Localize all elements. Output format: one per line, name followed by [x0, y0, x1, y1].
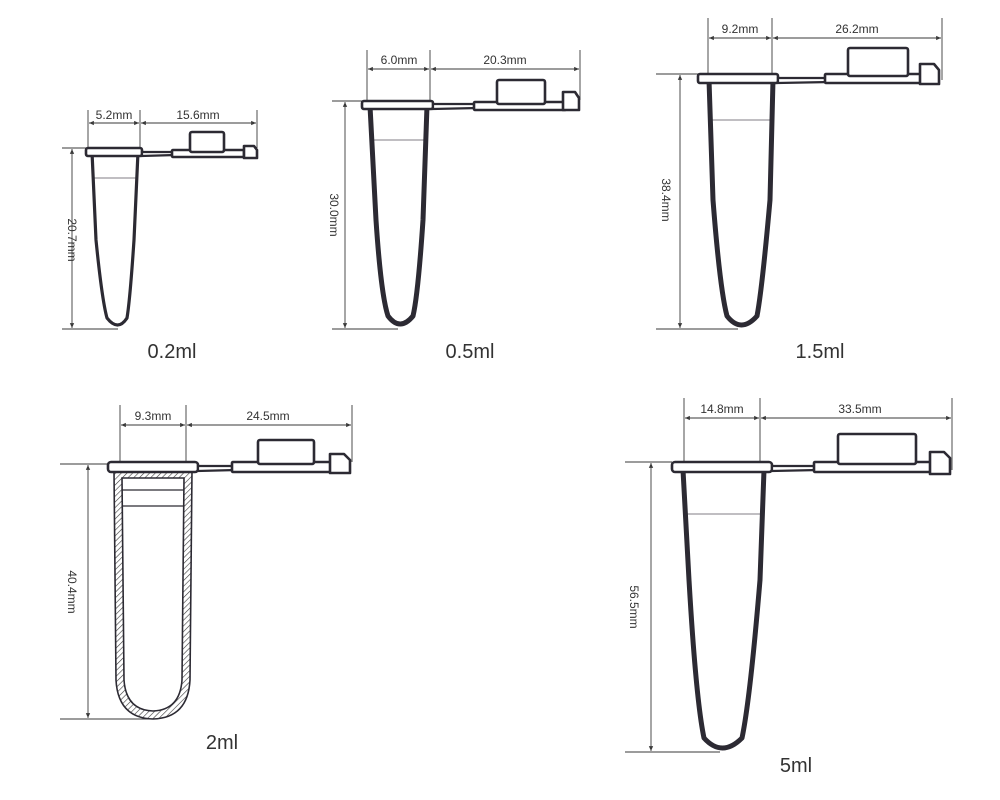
hinge-strap	[776, 76, 832, 85]
width-dim-label: 14.8mm	[700, 402, 743, 416]
lid-dimension: 26.2mm	[773, 18, 943, 80]
width-dim-label: 6.0mm	[381, 53, 418, 67]
tube-body	[367, 103, 430, 327]
tube-2ml: 9.3mm 24.5mm 40.4mm 2ml	[60, 405, 353, 754]
height-dimension: 40.4mm	[60, 463, 150, 720]
lid-dim-label: 15.6mm	[176, 108, 219, 122]
width-dim-label: 9.3mm	[135, 409, 172, 423]
lid-dim-label: 20.3mm	[483, 53, 526, 67]
width-dim-label: 9.2mm	[722, 22, 759, 36]
lid-dim-label: 26.2mm	[835, 22, 878, 36]
tube-caption: 0.2ml	[148, 341, 197, 363]
width-dimension: 14.8mm	[683, 398, 761, 462]
hinge-strap	[431, 102, 480, 111]
width-dimension: 9.3mm	[119, 405, 187, 462]
lid-dimension: 24.5mm	[187, 405, 353, 462]
width-dim-label: 5.2mm	[96, 108, 133, 122]
tube-rim	[670, 460, 774, 474]
hinge-strap	[140, 150, 177, 158]
lid-dimension: 20.3mm	[431, 50, 581, 100]
cap-tab	[328, 452, 352, 475]
cap-plug	[256, 438, 316, 466]
tube-body	[113, 469, 193, 720]
hinge-strap	[196, 464, 238, 473]
height-dimension: 30.0mm	[327, 100, 398, 330]
width-dimension: 9.2mm	[707, 18, 773, 76]
tube-rim	[696, 72, 780, 85]
tube-rim	[84, 146, 144, 158]
lid-dim-label: 24.5mm	[246, 409, 289, 423]
width-dimension: 6.0mm	[366, 50, 431, 102]
cap-tab	[561, 90, 581, 112]
height-dim-label: 38.4mm	[659, 178, 673, 221]
height-dim-label: 20.7mm	[65, 218, 79, 261]
cap-plug	[836, 432, 918, 466]
tube-0-2ml: 5.2mm 15.6mm 20.7mm 0.2ml	[62, 108, 259, 363]
height-dimension: 56.5mm	[625, 461, 720, 753]
tube-5ml: 14.8mm 33.5mm 56.5mm 5ml	[625, 398, 953, 777]
lid-dim-label: 33.5mm	[838, 402, 881, 416]
height-dim-label: 30.0mm	[327, 193, 341, 236]
tube-0-5ml: 6.0mm 20.3mm 30.0mm 0.5ml	[327, 50, 581, 363]
height-dimension: 38.4mm	[656, 73, 738, 330]
width-dimension: 5.2mm	[87, 108, 141, 150]
tube-rim	[360, 99, 435, 111]
tube-body	[90, 150, 140, 327]
hinge-strap	[770, 464, 820, 473]
cap-tab	[242, 144, 259, 160]
tube-caption: 5ml	[780, 755, 812, 777]
tube-body	[680, 467, 767, 751]
tube-caption: 1.5ml	[796, 341, 845, 363]
height-dim-label: 40.4mm	[65, 570, 79, 613]
cap-plug	[495, 78, 547, 106]
tube-caption: 2ml	[206, 732, 238, 754]
lid-dimension: 33.5mm	[761, 398, 953, 470]
cap-tab	[928, 450, 952, 476]
cap-plug	[188, 130, 226, 154]
lid-dimension: 15.6mm	[141, 108, 258, 148]
cap-tab	[918, 62, 941, 86]
height-dimension: 20.7mm	[62, 147, 118, 330]
tube-rim	[106, 460, 200, 474]
tube-1-5ml: 9.2mm 26.2mm 38.4mm 1.5ml	[656, 18, 943, 363]
tube-body	[706, 77, 776, 328]
cap-plug	[846, 46, 910, 78]
tube-caption: 0.5ml	[446, 341, 495, 363]
height-dim-label: 56.5mm	[627, 585, 641, 628]
